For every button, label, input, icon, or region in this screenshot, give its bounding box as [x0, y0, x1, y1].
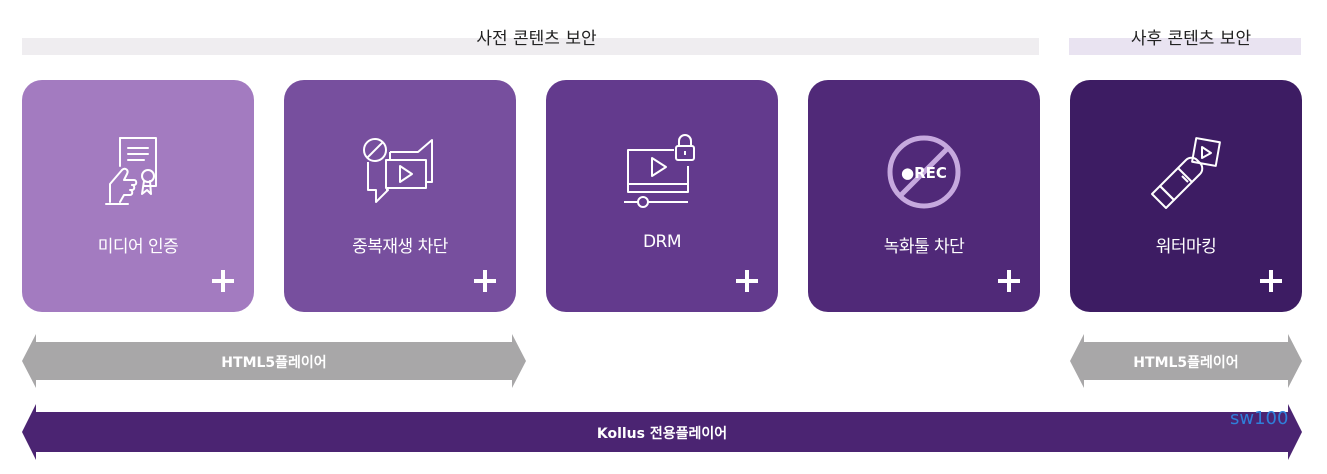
- post-security-title: 사후 콘텐츠 보안: [1130, 29, 1252, 49]
- card-label: DRM: [642, 232, 682, 252]
- monitor-lock-icon: [622, 132, 702, 212]
- no-rec-icon: ●REC: [884, 132, 964, 212]
- plus-icon[interactable]: [1260, 270, 1282, 292]
- card-label: 녹화툴 차단: [883, 237, 965, 257]
- watermark-text: sw100: [1230, 408, 1289, 429]
- html5-player-arrow-left: HTML5플레이어: [22, 334, 526, 388]
- html5-player-arrow-right: HTML5플레이어: [1070, 334, 1302, 388]
- plus-icon[interactable]: [474, 270, 496, 292]
- card-media-auth[interactable]: 미디어 인증: [22, 80, 254, 312]
- plus-icon[interactable]: [212, 270, 234, 292]
- pre-security-title: 사전 콘텐츠 보안: [476, 29, 597, 49]
- duplicate-playback-block-icon: [360, 132, 440, 212]
- card-duplicate-playback-block[interactable]: 중복재생 차단: [284, 80, 516, 312]
- card-label: 미디어 인증: [97, 237, 179, 257]
- card-drm[interactable]: DRM: [546, 80, 778, 312]
- card-label: 중복재생 차단: [352, 237, 448, 257]
- card-label: 워터마킹: [1155, 237, 1217, 257]
- pre-security-header-bar: [22, 38, 1039, 55]
- card-recording-block[interactable]: ●REC 녹화툴 차단: [808, 80, 1040, 312]
- plus-icon[interactable]: [736, 270, 758, 292]
- certificate-hand-icon: [98, 132, 178, 212]
- arrow-label: HTML5플레이어: [221, 355, 327, 371]
- post-security-header-bar: [1069, 38, 1301, 55]
- kollus-player-arrow: Kollus 전용플레이어: [22, 404, 1302, 460]
- card-watermarking[interactable]: 워터마킹: [1070, 80, 1302, 312]
- watermark-stamp-icon: [1146, 132, 1226, 212]
- rec-text: ●REC: [901, 164, 947, 182]
- arrow-label: HTML5플레이어: [1133, 355, 1239, 371]
- plus-icon[interactable]: [998, 270, 1020, 292]
- arrow-label: Kollus 전용플레이어: [596, 426, 728, 442]
